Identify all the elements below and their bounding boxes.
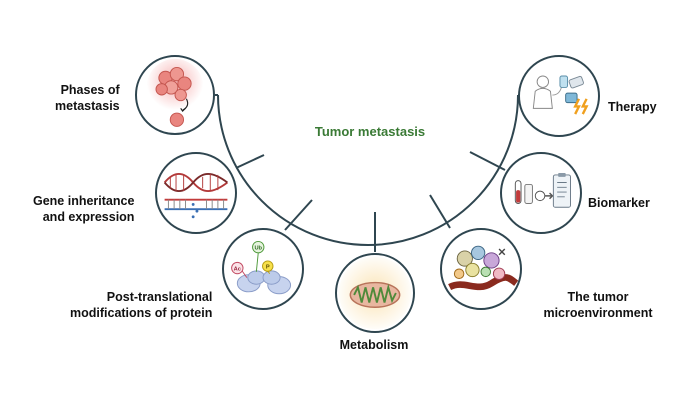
cancer-cells-icon — [146, 58, 204, 127]
label-therapy: Therapy — [608, 100, 657, 114]
label-biomarker: Biomarker — [588, 196, 650, 210]
node-biomarker — [500, 152, 582, 234]
therapy-icon — [532, 75, 589, 115]
node-gene — [155, 152, 237, 234]
central-arc — [217, 94, 519, 246]
mitochondrion-icon — [338, 256, 412, 330]
connector-gene — [235, 154, 265, 169]
label-tme: The tumor microenvironment — [543, 290, 653, 320]
label-gene: Gene inheritance and expression — [33, 194, 135, 224]
diagram-title: Tumor metastasis — [314, 124, 426, 139]
connector-ptm — [284, 199, 313, 231]
tag-ub: Ub — [254, 246, 262, 252]
biomarker-test-icon — [514, 173, 571, 208]
connector-biomarker — [469, 151, 506, 171]
node-phases — [135, 55, 215, 135]
protein-modification-icon: Ub Ac P — [231, 240, 292, 295]
node-therapy — [518, 55, 600, 137]
label-ptm: Post-translational modifications of prot… — [70, 290, 213, 320]
label-phases: Phases of metastasis — [55, 83, 120, 113]
label-metabolism: Metabolism — [339, 338, 409, 352]
tumor-microenvironment-icon — [448, 245, 519, 291]
tag-ac: Ac — [234, 266, 241, 272]
node-tme — [440, 228, 522, 310]
connector-tme — [429, 194, 451, 229]
node-metabolism — [335, 253, 415, 333]
dna-helix-icon — [163, 173, 228, 219]
tag-p: P — [266, 265, 270, 271]
node-ptm: Ub Ac P — [222, 228, 304, 310]
